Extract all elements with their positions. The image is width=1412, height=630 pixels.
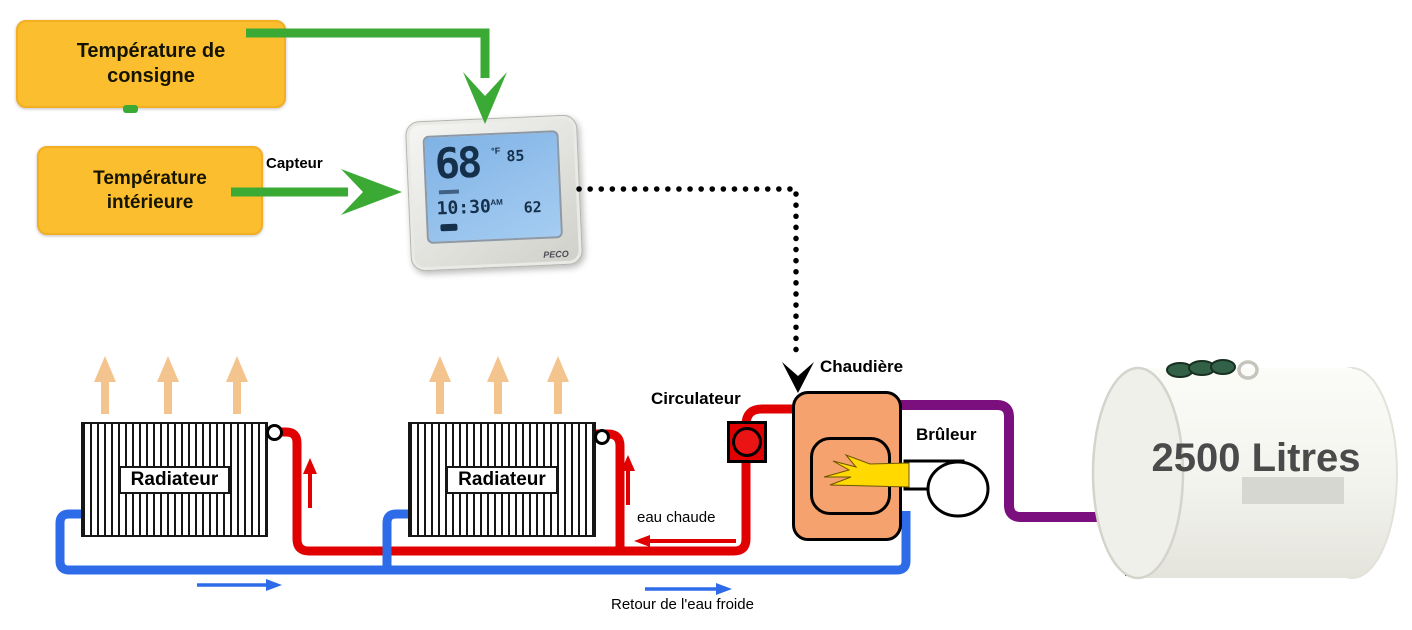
tank-handle (1237, 360, 1259, 380)
cold-return-branch-radiator2 (382, 509, 410, 570)
tank-capacity-label: 2500 Litres (1151, 436, 1361, 480)
lcd-high-temp: 85 (506, 146, 525, 166)
radiator-2-label: Radiateur (446, 465, 558, 494)
setpoint-signal-arrowhead-icon (463, 72, 507, 124)
sensor-signal-arrowhead-icon (341, 169, 402, 215)
tank-cap-icon (1188, 360, 1216, 376)
setpoint-temperature-box: Température de consigne (16, 20, 286, 108)
circulator-wheel-icon (732, 427, 762, 457)
flow-arrow-up-2 (621, 455, 635, 505)
lcd-setpoint-temp: 68 (433, 137, 481, 189)
cold-return-flow-arrow-1 (197, 579, 282, 591)
heat-arrows-radiator2 (429, 356, 569, 414)
burner-nozzle (903, 459, 965, 491)
radiator-1: Radiateur (81, 422, 268, 537)
thermostat-lcd-screen: 68 °F 85 10:30 AM 62 (422, 130, 564, 244)
green-dash-mark (123, 105, 138, 113)
circulator-label: Circulateur (651, 389, 741, 408)
radiator-2-valve (594, 429, 610, 445)
circulator-pump (727, 421, 767, 463)
boiler (792, 391, 902, 541)
tank-foot-left (1125, 546, 1161, 576)
cold-return-label: Retour de l'eau froide (611, 596, 754, 613)
flow-arrow-up-1 (303, 458, 317, 508)
radiator-1-label: Radiateur (118, 465, 231, 494)
hot-water-label: eau chaude (637, 509, 716, 526)
indoor-temperature-box: Température intérieure (37, 146, 263, 235)
lcd-time: 10:30 (436, 196, 492, 220)
boiler-combustion-chamber (810, 437, 891, 515)
radiator-2: Radiateur (408, 422, 596, 537)
control-signal-dotted-line (576, 186, 799, 359)
thermostat-brand: PECO (543, 248, 569, 260)
hot-water-branch-radiator2 (592, 429, 625, 551)
lcd-mode-badge (440, 223, 458, 232)
setpoint-temperature-label: Température de consigne (76, 40, 226, 87)
radiator-1-valve (266, 424, 283, 441)
indoor-temperature-label: Température intérieure (93, 167, 207, 213)
lcd-day-indicator (438, 189, 459, 195)
burner-label: Brûleur (916, 425, 977, 444)
hot-water-flow-arrow (634, 535, 736, 547)
thermostat: PECO 68 °F 85 10:30 AM 62 (404, 114, 584, 272)
tank-cap-icon (1210, 359, 1236, 375)
tank-plate (1242, 477, 1344, 504)
cold-return-flow-arrow-2 (645, 583, 732, 595)
boiler-label: Chaudière (820, 357, 904, 376)
sensor-label: Capteur (266, 155, 323, 172)
heat-arrows-radiator1 (94, 356, 248, 414)
control-signal-arrowhead-icon (782, 362, 814, 393)
tank-foot-right (1324, 538, 1356, 565)
tank-cap-icon (1166, 362, 1194, 378)
lcd-meridiem: AM (490, 197, 504, 208)
burner-fan (926, 460, 990, 518)
lcd-low-temp: 62 (523, 197, 543, 217)
lcd-temp-unit: °F (490, 145, 501, 157)
fuel-pipe (899, 400, 1110, 522)
